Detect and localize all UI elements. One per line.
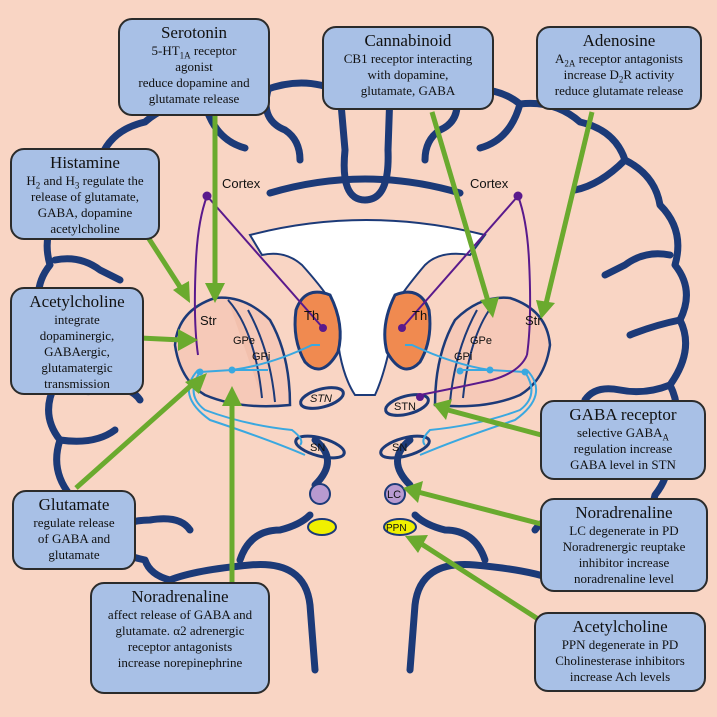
gaba-title: GABA receptor [546, 405, 700, 425]
noradrenaline-right-line3: inhibitor increase [546, 555, 702, 571]
gaba-line1: selective GABAA [546, 425, 700, 441]
histamine-line3: GABA, dopamine [16, 205, 154, 221]
acetylcholine-right-line1: PPN degenerate in PD [540, 637, 700, 653]
label-stn-right: STN [394, 401, 416, 413]
label-stn-left: STN [310, 393, 332, 405]
adenosine-title: Adenosine [542, 31, 696, 51]
glutamate-line2: of GABA and [18, 531, 130, 547]
serotonin-line4: glutamate release [124, 91, 264, 107]
gaba-line3: GABA level in STN [546, 457, 700, 473]
arrow-adenosine [545, 112, 592, 308]
noradrenaline-bottom-title: Noradrenaline [96, 587, 264, 607]
acetylcholine-left-title: Acetylcholine [16, 292, 138, 312]
label-gpi-left: GPi [252, 351, 270, 363]
histamine-line2: release of glutamate, [16, 189, 154, 205]
adenosine-line2: increase D2R activity [542, 67, 696, 83]
glutamate-title: Glutamate [18, 495, 130, 515]
noradrenaline-right-title: Noradrenaline [546, 503, 702, 523]
histamine-title: Histamine [16, 153, 154, 173]
cannabinoid-title: Cannabinoid [328, 31, 488, 51]
glutamate-line1: regulate release [18, 515, 130, 531]
acetylcholine-right-line2: Cholinesterase inhibitors [540, 653, 700, 669]
box-serotonin: Serotonin 5-HT1A receptor agonist reduce… [118, 18, 270, 116]
label-cortex-left: Cortex [222, 176, 261, 191]
label-sn-left: SN [310, 442, 325, 454]
histamine-line4: acetylcholine [16, 221, 154, 237]
noradrenaline-bottom-line2: glutamate. α2 adrenergic [96, 623, 264, 639]
box-gaba-receptor: GABA receptor selective GABAA regulation… [540, 400, 706, 480]
serotonin-title: Serotonin [124, 23, 264, 43]
acetylcholine-left-line1: integrate [16, 312, 138, 328]
arrow-cannabinoid [432, 112, 490, 308]
cannabinoid-line2: with dopamine, [328, 67, 488, 83]
serotonin-line1: 5-HT1A receptor [124, 43, 264, 59]
arrow-acetylcholine-left [140, 338, 182, 340]
cannabinoid-line3: glutamate, GABA [328, 83, 488, 99]
cannabinoid-line1: CB1 receptor interacting [328, 51, 488, 67]
noradrenaline-bottom-line1: affect release of GABA and [96, 607, 264, 623]
box-adenosine: Adenosine A2A receptor antagonists incre… [536, 26, 702, 110]
label-gpi-right: GPi [454, 351, 472, 363]
label-th-right: Th [412, 308, 427, 323]
label-str-right: Str [525, 313, 542, 328]
noradrenaline-right-line1: LC degenerate in PD [546, 523, 702, 539]
arrow-gaba [448, 410, 545, 436]
acetylcholine-left-line3: GABAergic, [16, 344, 138, 360]
label-cortex-right: Cortex [470, 176, 509, 191]
acetylcholine-right-line3: increase Ach levels [540, 669, 700, 685]
label-gpe-left: GPe [233, 335, 255, 347]
label-th-left: Th [304, 308, 319, 323]
box-acetylcholine-left: Acetylcholine integrate dopaminergic, GA… [10, 287, 144, 395]
acetylcholine-right-title: Acetylcholine [540, 617, 700, 637]
box-noradrenaline-bottom: Noradrenaline affect release of GABA and… [90, 582, 270, 694]
box-glutamate: Glutamate regulate release of GABA and g… [12, 490, 136, 570]
label-lc: LC [387, 489, 401, 501]
box-acetylcholine-right: Acetylcholine PPN degenerate in PD Choli… [534, 612, 706, 692]
glutamate-line3: glutamate [18, 547, 130, 563]
acetylcholine-left-line5: transmission [16, 376, 138, 392]
histamine-line1: H2 and H3 regulate the [16, 173, 154, 189]
lc-left [310, 484, 330, 504]
label-str-left: Str [200, 313, 217, 328]
serotonin-line2: agonist [124, 59, 264, 75]
gaba-line2: regulation increase [546, 441, 700, 457]
adenosine-line3: reduce glutamate release [542, 83, 696, 99]
noradrenaline-bottom-line4: increase norepinephrine [96, 655, 264, 671]
arrow-noradrenaline-right [418, 492, 545, 525]
acetylcholine-left-line2: dopaminergic, [16, 328, 138, 344]
label-sn-right: SN [392, 442, 407, 454]
noradrenaline-right-line2: Noradrenergic reuptake [546, 539, 702, 555]
acetylcholine-left-line4: glutamatergic [16, 360, 138, 376]
box-histamine: Histamine H2 and H3 regulate the release… [10, 148, 160, 240]
adenosine-line1: A2A receptor antagonists [542, 51, 696, 67]
serotonin-line3: reduce dopamine and [124, 75, 264, 91]
box-noradrenaline-right: Noradrenaline LC degenerate in PD Noradr… [540, 498, 708, 592]
label-ppn: PPN [386, 523, 407, 534]
box-cannabinoid: Cannabinoid CB1 receptor interacting wit… [322, 26, 494, 110]
ppn-left [308, 519, 336, 535]
noradrenaline-bottom-line3: receptor antagonists [96, 639, 264, 655]
label-gpe-right: GPe [470, 335, 492, 347]
noradrenaline-right-line4: noradrenaline level [546, 571, 702, 587]
